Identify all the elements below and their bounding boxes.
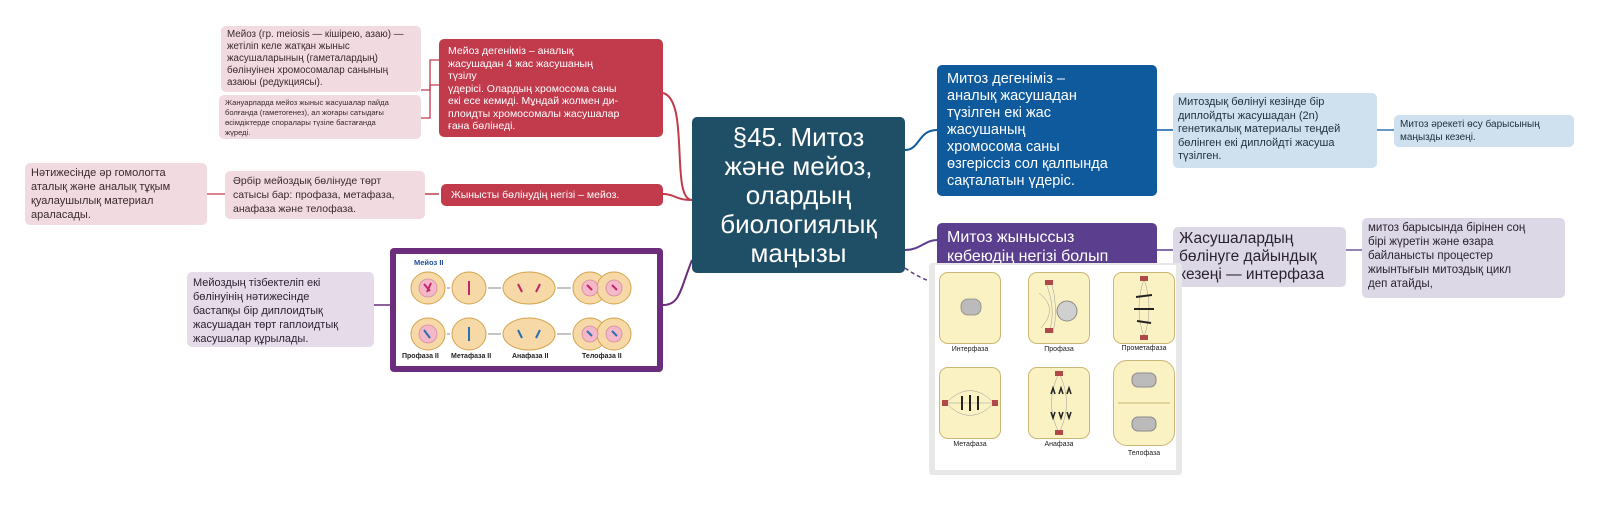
mitosis-definition-node[interactable]: Митоз дегеніміз – аналық жасушадан түзіл… bbox=[937, 65, 1157, 196]
central-topic[interactable]: §45. Митоз және мейоз, олардың биологиял… bbox=[692, 117, 905, 273]
mitotic-cycle-note[interactable]: митоз барысында бірінен соң бірі жүретін… bbox=[1362, 218, 1565, 298]
mitosis-growth-note[interactable]: Митоз әрекеті өсу барысының маңызды кезе… bbox=[1394, 115, 1574, 147]
label-prometaphase: Прометафаза bbox=[1121, 345, 1167, 352]
meiosis-caption-telophase: Телофаза II bbox=[582, 353, 622, 360]
meiosis-caption-prophase: Профаза II bbox=[402, 353, 439, 360]
label-telophase: Телофаза bbox=[1127, 450, 1161, 457]
mitosis-phases-image: Интерфаза Профаза Прометафаза Метафаза А… bbox=[929, 263, 1182, 475]
label-metaphase: Метафаза bbox=[953, 441, 987, 448]
heredity-result-note[interactable]: Нәтижесінде әр гомологта аталық және ана… bbox=[25, 163, 207, 225]
telophase-cell bbox=[1113, 360, 1175, 446]
meiosis-ii-image: Мейоз II bbox=[390, 248, 663, 372]
prometaphase-cell bbox=[1113, 272, 1175, 344]
label-anaphase: Анафаза bbox=[1044, 441, 1074, 448]
prophase-cell bbox=[1028, 272, 1090, 344]
mitosis-genetic-note[interactable]: Митоздық бөлінуі кезінде бір диплойдты ж… bbox=[1173, 93, 1377, 168]
interphase-cell bbox=[939, 272, 1001, 344]
label-interphase: Интерфаза bbox=[951, 346, 989, 353]
meiosis-definition-node[interactable]: Мейоз дегеніміз – аналық жасушадан 4 жас… bbox=[439, 39, 663, 137]
metaphase-cell bbox=[939, 367, 1001, 439]
meiosis-animals-note[interactable]: Жануарларда мейоз жыныс жасушалар пайда … bbox=[219, 95, 421, 139]
meiosis-caption-anaphase: Анафаза II bbox=[512, 353, 549, 360]
label-prophase: Профаза bbox=[1044, 346, 1074, 353]
meiosis-caption-metaphase: Метафаза II bbox=[451, 353, 492, 360]
meiosis-sequence-note[interactable]: Мейоздың тізбектеліп екі бөлінуінің нәти… bbox=[187, 272, 374, 347]
meiosis-ii-title: Мейоз II bbox=[414, 258, 444, 267]
asexual-reproduction-node[interactable]: Митоз жыныссыз көбеюдің негізі болып bbox=[937, 223, 1157, 263]
meiosis-cells-illustration bbox=[410, 271, 632, 351]
sexual-division-basis-node[interactable]: Жынысты бөлінудің негізі – мейоз. bbox=[441, 184, 663, 206]
meiosis-greek-note[interactable]: Мейоз (гр. meiosis — кішірею, азаю) — же… bbox=[221, 26, 421, 92]
anaphase-cell bbox=[1028, 367, 1090, 439]
meiosis-phases-note[interactable]: Әрбір мейоздық бөлінуде төрт сатысы бар:… bbox=[225, 171, 425, 219]
interphase-node[interactable]: Жасушалардың бөлінуге дайындық кезеңі — … bbox=[1173, 227, 1346, 287]
